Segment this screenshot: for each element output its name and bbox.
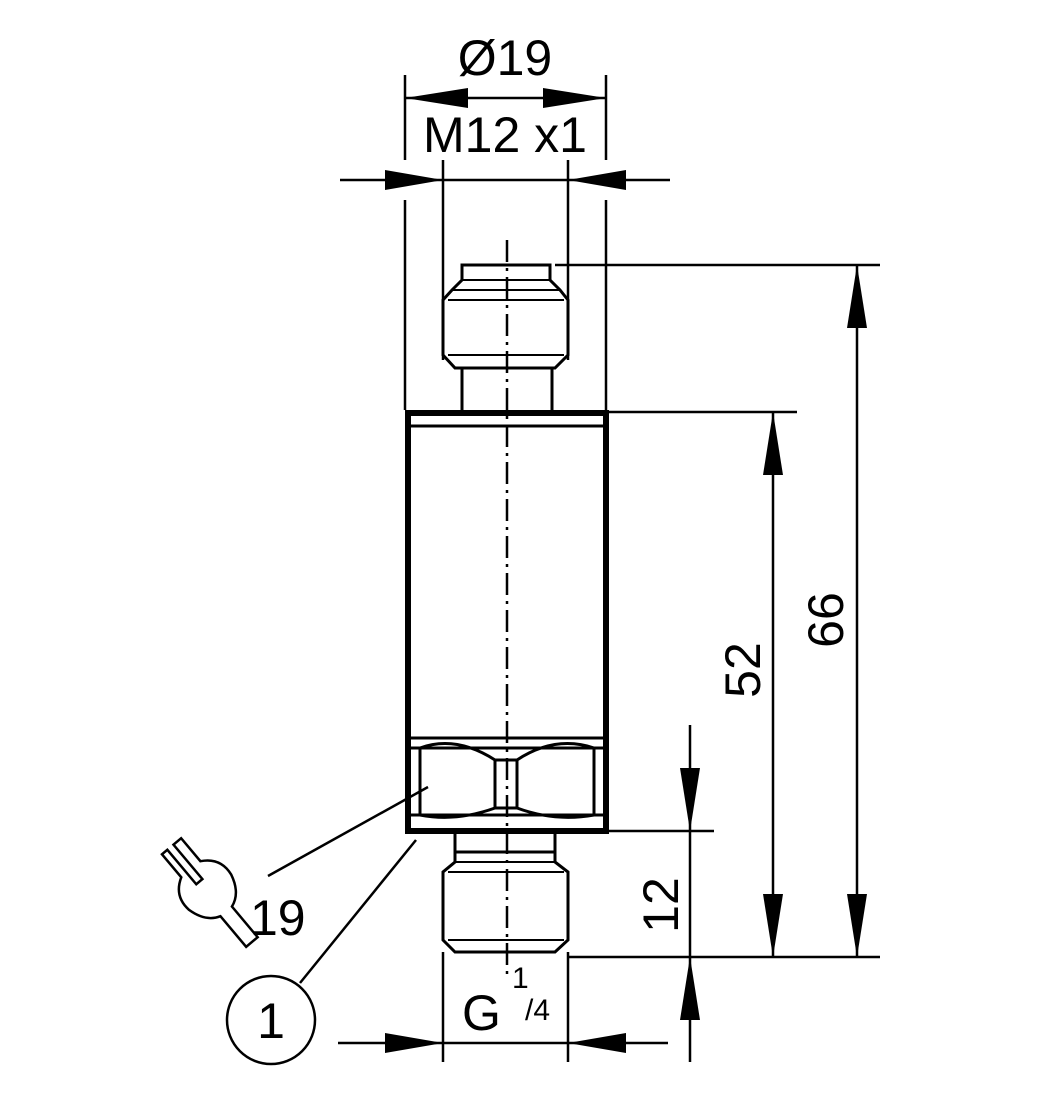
wrench-leader [267, 785, 429, 878]
label-diameter: Ø19 [458, 30, 553, 86]
label-height-body: 52 [715, 642, 771, 698]
callout-circle [225, 974, 317, 1066]
label-height-thread: 12 [633, 877, 689, 933]
label-callout: 1 [257, 993, 285, 1049]
callout-leader [299, 839, 417, 984]
right-dimension-group [555, 263, 880, 1062]
wrench-icon [160, 836, 260, 949]
label-thread-top: M12 x1 [423, 107, 587, 163]
label-thread-bottom-g: G [462, 985, 501, 1041]
label-wrench-size: 19 [250, 890, 306, 946]
label-thread-bottom-den: /4 [525, 994, 550, 1027]
top-dimension-group [340, 75, 670, 410]
bottom-dimension-group [338, 952, 668, 1062]
label-thread-bottom-num: 1 [512, 962, 529, 995]
label-height-total: 66 [798, 592, 854, 648]
